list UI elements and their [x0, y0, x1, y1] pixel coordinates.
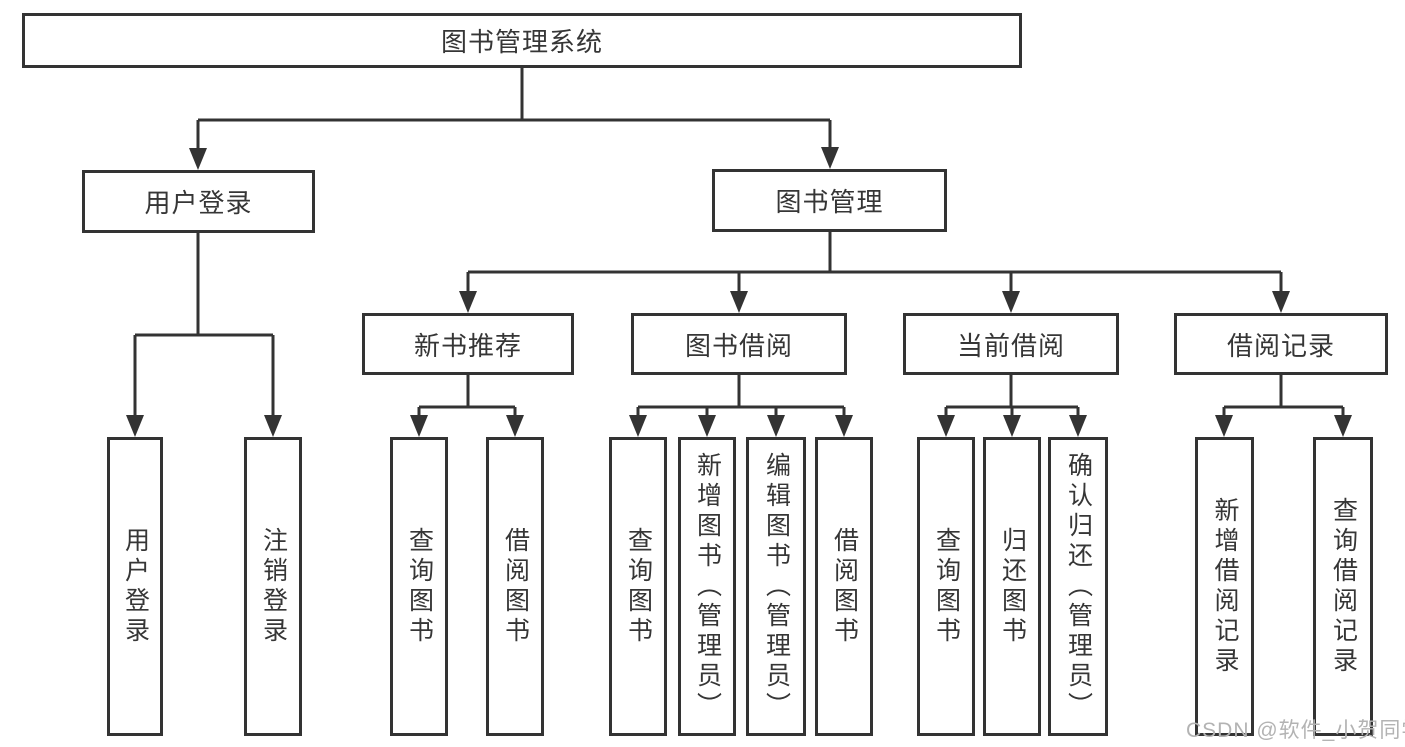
node-user-login-branch: 用户登录	[82, 170, 315, 233]
leaf-logout-label: 注销登录	[259, 526, 288, 647]
leaf-query-book-borrow-label: 查询图书	[624, 526, 653, 647]
leaf-return-book: 归还图书	[983, 437, 1041, 736]
leaf-add-borrow-record: 新增借阅记录	[1195, 437, 1254, 736]
node-current-borrow: 当前借阅	[903, 313, 1119, 375]
leaf-borrow-book-label: 借阅图书	[830, 526, 859, 647]
leaf-query-borrow-record-label: 查询借阅记录	[1329, 496, 1358, 677]
leaf-borrow-book-recommend-label: 借阅图书	[501, 526, 530, 647]
leaf-query-book-recommend-label: 查询图书	[405, 526, 434, 647]
leaf-add-book-admin-label: 新增图书（管理员）	[693, 451, 722, 722]
leaf-query-book-borrow: 查询图书	[609, 437, 667, 736]
leaf-add-book-admin: 新增图书（管理员）	[678, 437, 736, 736]
leaf-borrow-book: 借阅图书	[815, 437, 873, 736]
leaf-borrow-book-recommend: 借阅图书	[486, 437, 544, 736]
node-book-borrow: 图书借阅	[631, 313, 847, 375]
leaf-logout: 注销登录	[244, 437, 302, 736]
leaf-query-book-current: 查询图书	[917, 437, 975, 736]
node-book-management-branch: 图书管理	[712, 169, 947, 232]
leaf-edit-book-admin-label: 编辑图书（管理员）	[762, 451, 791, 722]
leaf-confirm-return-admin: 确认归还（管理员）	[1048, 437, 1108, 736]
csdn-watermark: CSDN @软件_小贺同学	[1186, 719, 1405, 742]
node-borrow-records: 借阅记录	[1174, 313, 1388, 375]
leaf-query-book-recommend: 查询图书	[390, 437, 448, 736]
leaf-return-book-label: 归还图书	[998, 526, 1027, 647]
leaf-user-login: 用户登录	[107, 437, 163, 736]
leaf-add-borrow-record-label: 新增借阅记录	[1211, 496, 1239, 677]
leaf-confirm-return-admin-label: 确认归还（管理员）	[1064, 451, 1093, 722]
leaf-user-login-label: 用户登录	[121, 526, 150, 647]
leaf-query-borrow-record: 查询借阅记录	[1313, 437, 1373, 736]
node-new-book-recommend: 新书推荐	[362, 313, 574, 375]
node-root-system: 图书管理系统	[22, 13, 1022, 68]
leaf-edit-book-admin: 编辑图书（管理员）	[746, 437, 806, 736]
leaf-query-book-current-label: 查询图书	[932, 526, 961, 647]
